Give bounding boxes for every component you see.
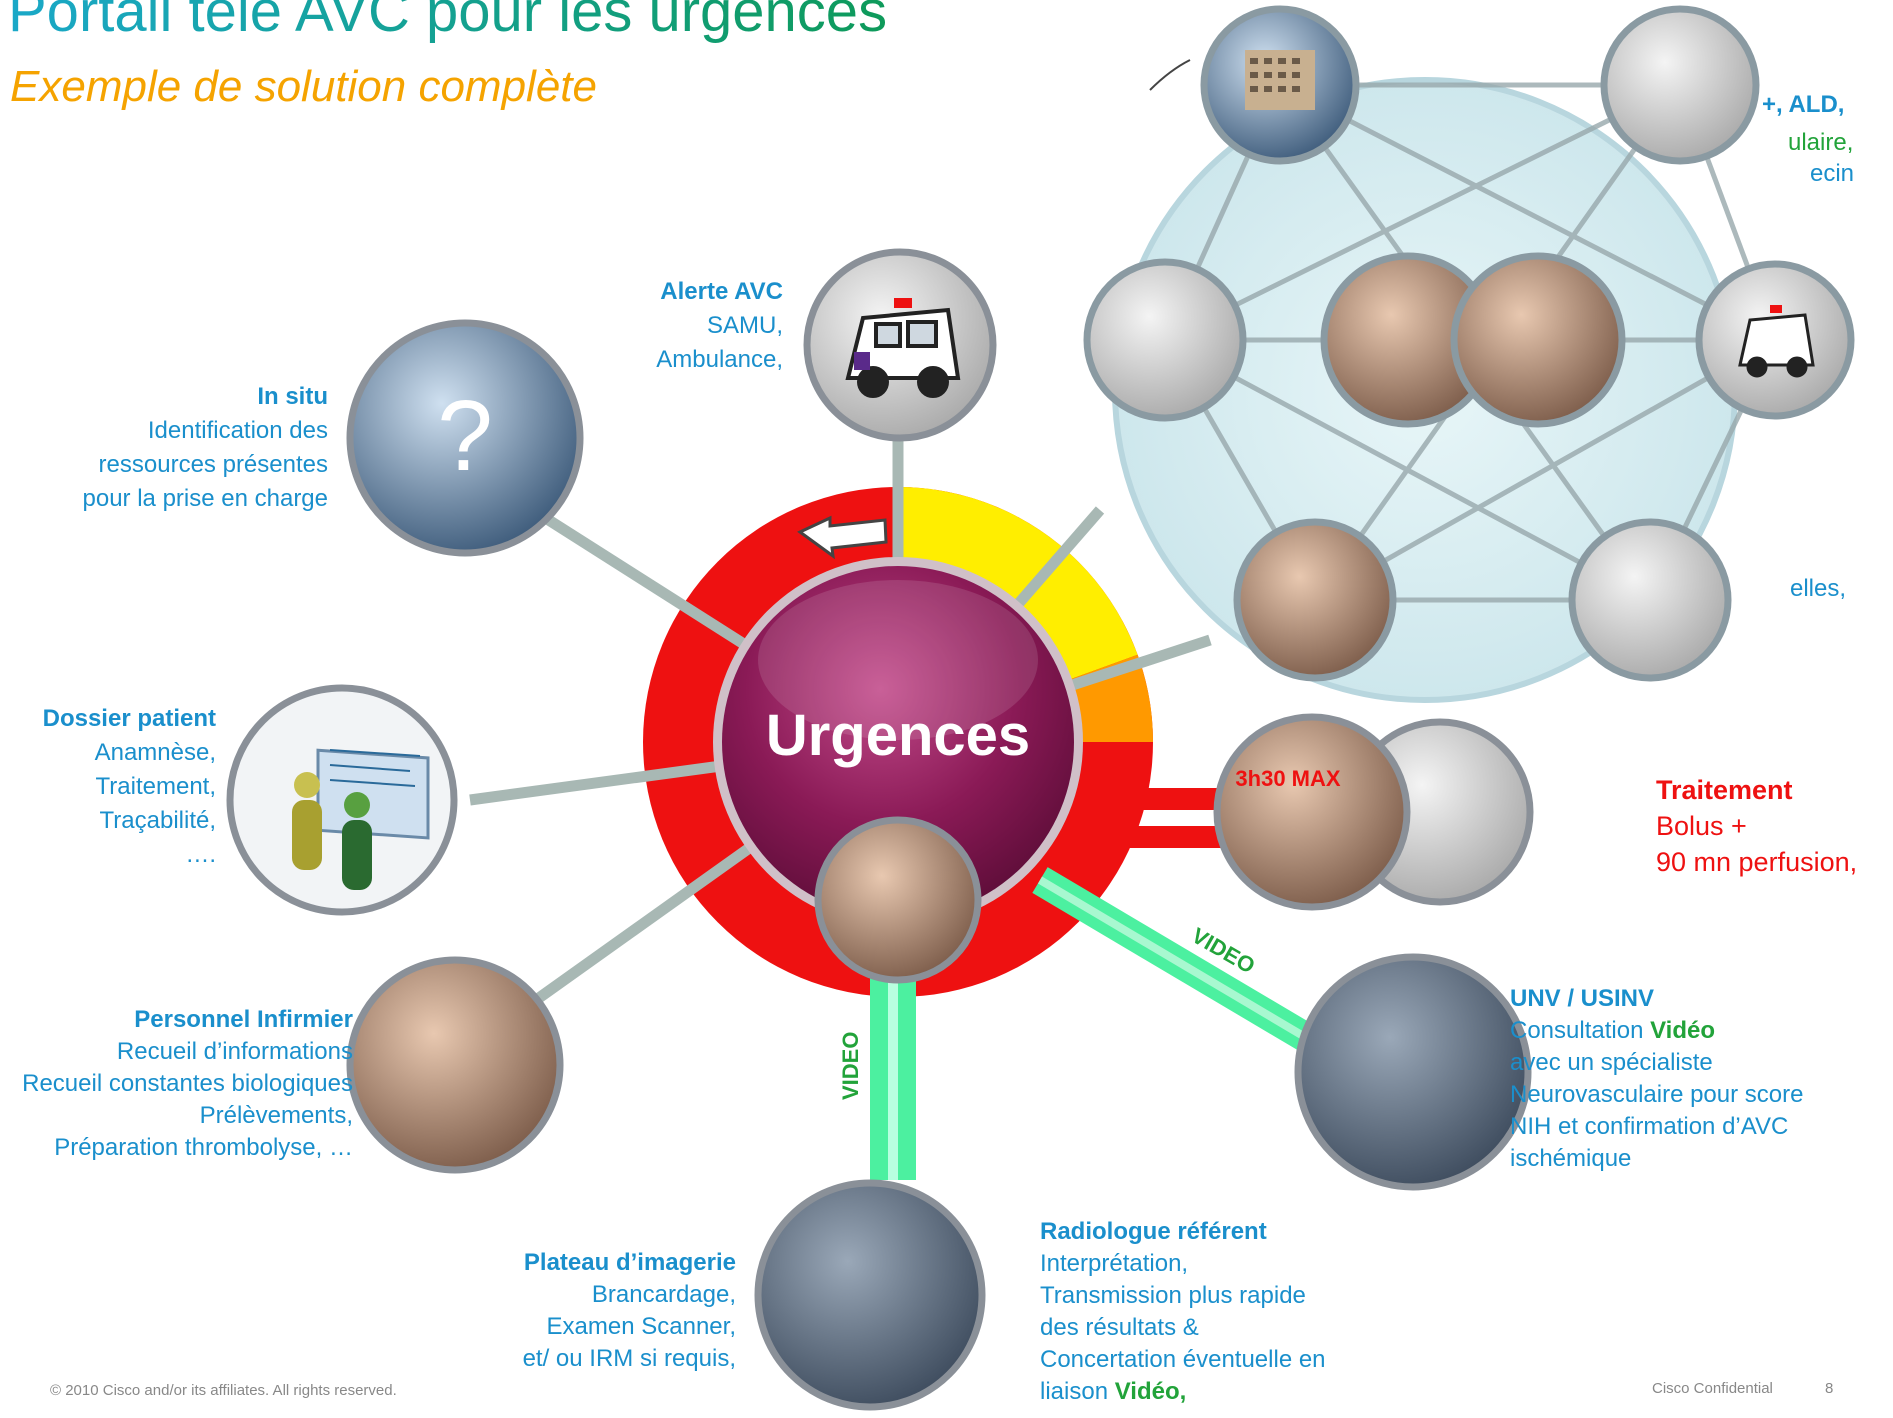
infirmier-line: Préparation thrombolyse, …: [54, 1134, 353, 1161]
radiologue-line: Transmission plus rapide: [1040, 1282, 1306, 1309]
in-situ-line: ressources présentes: [98, 451, 328, 478]
syringe-photo: [1213, 713, 1411, 911]
video-links: [870, 867, 1318, 1180]
alerte-line: SAMU,: [706, 312, 783, 339]
radiologue-line: Concertation éventuelle en: [1040, 1346, 1326, 1373]
woman-doctor-photo: [1450, 252, 1626, 428]
imagerie-label: Plateau d’imagerie Brancardage, Examen S…: [523, 1247, 736, 1375]
dossier-line: Anamnèse,: [94, 739, 216, 766]
dossier-title: Dossier patient: [42, 705, 216, 732]
dossier-line: Traçabilité,: [99, 807, 216, 834]
dossier-figures-icon: [292, 748, 430, 890]
alerte-title: Alerte AVC: [660, 278, 783, 305]
center-hub: [713, 557, 1083, 927]
imagerie-title: Plateau d’imagerie: [523, 1249, 736, 1276]
footer-copyright: © 2010 Cisco and/or its affiliates. All …: [50, 1382, 397, 1399]
counter-arrow-icon: [797, 515, 888, 560]
unv-title: UNV / USINV: [1510, 985, 1655, 1012]
footer-confidential: Cisco Confidential: [1652, 1380, 1773, 1397]
network-illustration: [1083, 5, 1893, 705]
alerte-line: Ambulance,: [656, 346, 783, 373]
alerte-label: Alerte AVC SAMU, Ambulance,: [656, 275, 783, 377]
video-keyword: Vidéo: [1650, 1017, 1716, 1044]
infirmier-title: Personnel Infirmier: [134, 1006, 353, 1033]
office-doctor-photo: [1568, 518, 1732, 682]
network-partial-line: elles,: [1790, 575, 1847, 602]
radiologue-line: Interprétation,: [1040, 1250, 1189, 1277]
traitement-line: 90 mn perfusion,: [1656, 847, 1858, 877]
imagerie-line: Brancardage,: [591, 1281, 736, 1308]
infirmier-line: Recueil d’informations: [116, 1038, 353, 1065]
in-situ-photo: [346, 319, 584, 557]
radiologue-label: Radiologue référent Interprétation, Tran…: [1040, 1216, 1326, 1408]
dossier-line: Traitement,: [95, 773, 216, 800]
page-title: Portail télé AVC pour les urgences: [8, 0, 887, 45]
page-number: 8: [1825, 1380, 1834, 1397]
dossier-label: Dossier patient Anamnèse, Traitement, Tr…: [43, 702, 216, 872]
doctor-phone-photo: [814, 816, 982, 984]
center-label: Urgences: [766, 703, 1030, 768]
infirmier-label: Personnel Infirmier Recueil d’informatio…: [22, 1004, 353, 1164]
in-situ-line: pour la prise en charge: [82, 485, 328, 512]
page-subtitle: Exemple de solution complète: [10, 62, 597, 111]
imagerie-line: et/ ou IRM si requis,: [522, 1345, 736, 1372]
unv-label: UNV / USINV Consultation Vidéo avec un s…: [1510, 983, 1803, 1175]
question-icon: ?: [437, 380, 493, 492]
ambulance-icon: [845, 298, 961, 398]
in-situ-line: Identification des: [147, 417, 328, 444]
in-situ-label: In situ Identification des ressources pr…: [83, 380, 328, 516]
network-partial-line: ulaire,: [1788, 129, 1854, 156]
infirmier-line: Recueil constantes biologiques: [22, 1070, 353, 1097]
unv-line: Consultation: [1510, 1017, 1651, 1044]
unv-line: Neurovasculaire pour score: [1510, 1081, 1804, 1108]
imagerie-photo: [754, 1179, 986, 1411]
video-label-bottom: VIDEO: [838, 1032, 863, 1100]
infirmier-line: Prélèvements,: [199, 1102, 353, 1129]
unv-photo: [1294, 953, 1532, 1191]
doctor-xray-photo: [1083, 258, 1247, 422]
radiologue-line: liaison: [1040, 1378, 1115, 1405]
traitement-title: Traitement: [1656, 775, 1793, 805]
network-partial-line: ecin: [1810, 160, 1855, 187]
traitement-line: Bolus +: [1656, 811, 1747, 841]
radiologue-title: Radiologue référent: [1040, 1218, 1267, 1245]
unv-line: NIH et confirmation d’AVC: [1510, 1113, 1789, 1140]
video-keyword: Vidéo,: [1114, 1378, 1187, 1405]
unv-line: ischémique: [1510, 1145, 1632, 1172]
network-partial-ald: +, ALD,: [1762, 91, 1845, 118]
max-time-badge: 3h30 MAX: [1235, 766, 1340, 791]
radiologue-line: des résultats &: [1040, 1314, 1199, 1341]
in-situ-title: In situ: [257, 383, 328, 410]
traitement-label: Traitement Bolus + 90 mn perfusion,: [1656, 772, 1857, 880]
infirmier-photo: [346, 956, 564, 1174]
patient-photo: [1233, 518, 1397, 682]
imagerie-line: Examen Scanner,: [546, 1313, 736, 1340]
dossier-line: ….: [185, 841, 216, 868]
lab-photo: [1600, 5, 1760, 165]
unv-line: avec un spécialiste: [1510, 1049, 1713, 1076]
